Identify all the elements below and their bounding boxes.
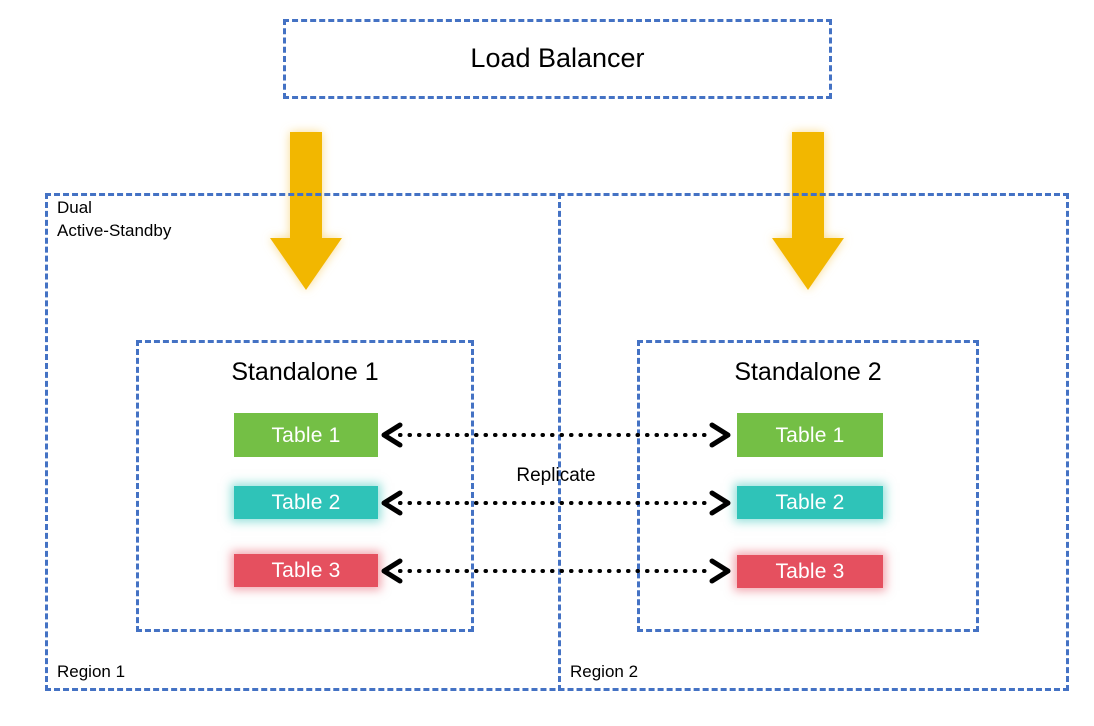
standalone-2-box: Standalone 2 (637, 340, 979, 632)
region-2-label: Region 2 (570, 662, 639, 681)
standalone-2-title: Standalone 2 (734, 358, 882, 386)
standalone-1-table-3[interactable]: Table 3 (234, 554, 378, 587)
load-balancer-label: Load Balancer (470, 43, 645, 74)
region-1-label: Region 1 (57, 662, 126, 681)
replicate-connector-table-2 (378, 490, 734, 516)
standalone-2-table-2[interactable]: Table 2 (737, 486, 883, 519)
standalone-1-title: Standalone 1 (231, 358, 379, 386)
traffic-arrow-down-icon-left (268, 132, 344, 292)
region-divider (558, 193, 561, 691)
standalone-1-table-1[interactable]: Table 1 (234, 413, 378, 457)
replicate-connector-table-3 (378, 558, 734, 584)
traffic-arrow-down-icon-right (770, 132, 846, 292)
replicate-connector-table-1 (378, 422, 734, 448)
standalone-2-table-1[interactable]: Table 1 (737, 413, 883, 457)
standalone-1-table-2[interactable]: Table 2 (234, 486, 378, 519)
load-balancer-box: Load Balancer (283, 19, 832, 99)
replicate-label: Replicate (516, 465, 596, 486)
standalone-1-box: Standalone 1 (136, 340, 474, 632)
dual-active-standby-caption: Dual Active-Standby (57, 198, 172, 240)
standalone-2-table-3[interactable]: Table 3 (737, 555, 883, 588)
dual-region-container (45, 193, 1069, 691)
